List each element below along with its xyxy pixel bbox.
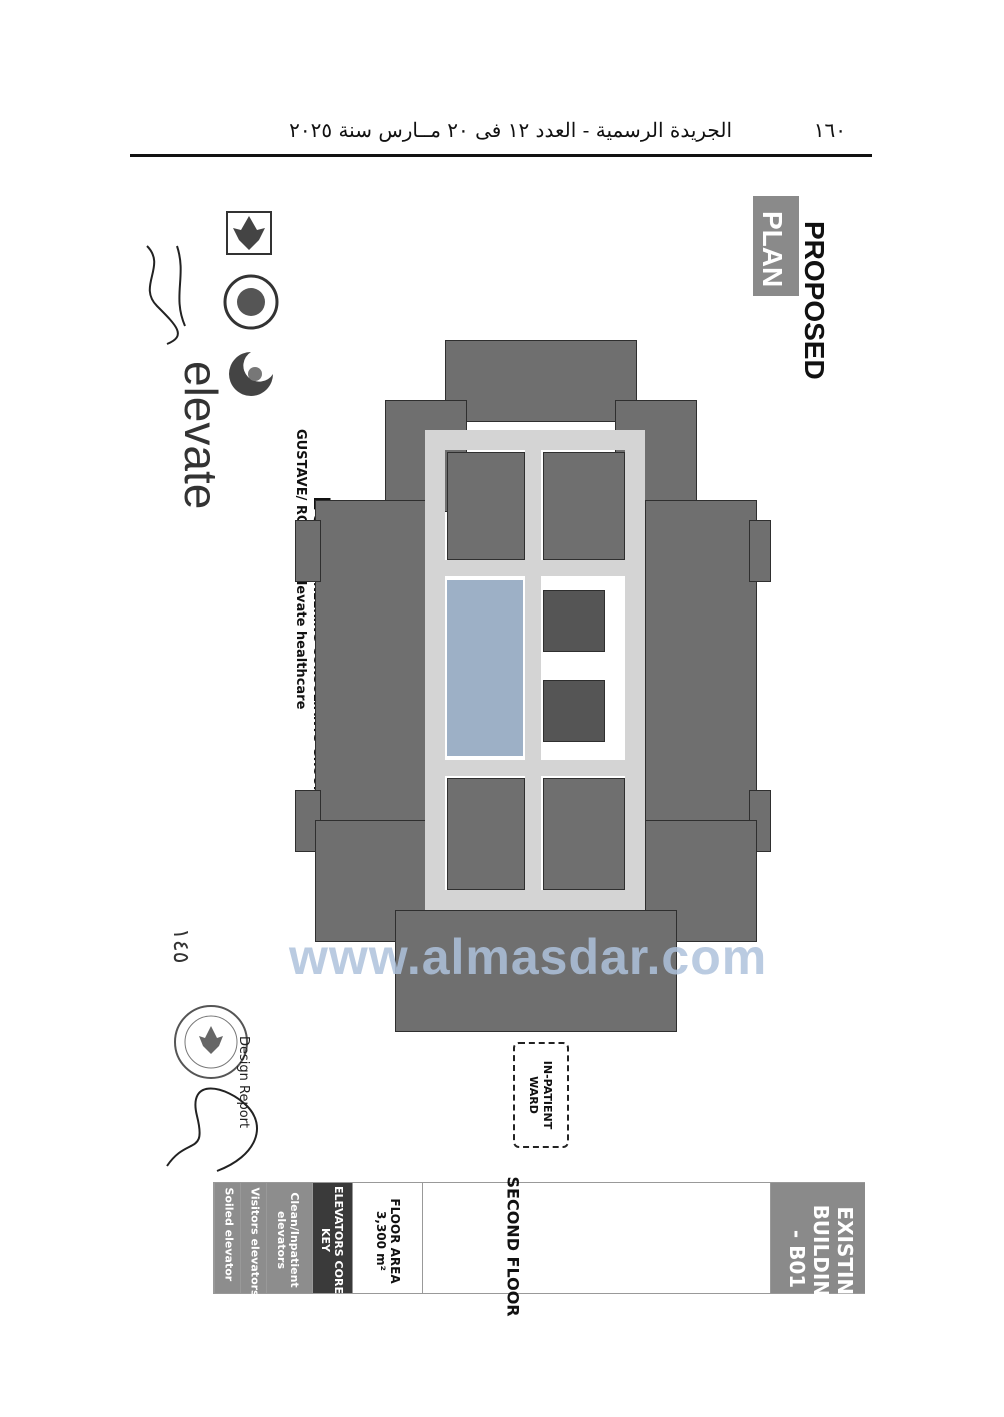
elevate-logo: elevate	[175, 361, 227, 510]
corridor	[425, 560, 645, 576]
floor-area-text: FLOOR AREA 3,300 m²	[374, 1198, 402, 1284]
legend-key-text: ELEVATORS CORE KEY	[319, 1186, 345, 1294]
page-header: ١٦٠ الجريدة الرسمية - العدد ١٢ فى ٢٠ مــ…	[130, 112, 872, 152]
site-watermark: www.almasdar.com	[289, 929, 768, 985]
ward-text: IN-PATIENT WARD	[527, 1060, 554, 1130]
legend-clean: Clean/Inpatient elevators	[266, 1183, 313, 1293]
banner-line-1: PROPOSED	[799, 221, 830, 380]
legend-clean-text: Clean/Inpatient elevators	[275, 1192, 301, 1288]
page-number: ١٦٠	[813, 118, 846, 142]
official-stamp	[174, 1005, 248, 1079]
proposed-plan-banner: PROPOSED PLAN	[753, 196, 853, 386]
building-cell: EXISTING BUILDING - B01	[770, 1183, 865, 1313]
design-report-label: Design Report	[236, 1036, 251, 1129]
top-signature	[146, 245, 186, 345]
in-patient-ward-label: IN-PATIENT WARD	[513, 1042, 569, 1148]
floor-name-text: SECOND FLOOR	[503, 1176, 523, 1317]
building-text: EXISTING BUILDING - B01	[785, 1204, 857, 1314]
legend-soiled: Soiled elevator	[214, 1183, 241, 1293]
handwritten-signature	[166, 1087, 258, 1172]
legend-visitors-text: Visitors elevators	[248, 1187, 262, 1297]
gazette-title: الجريدة الرسمية - العدد ١٢ فى ٢٠ مــارس …	[289, 118, 732, 142]
stair-block	[295, 520, 321, 582]
room-block	[395, 910, 677, 1032]
room-block	[645, 500, 757, 822]
header-rule	[130, 154, 872, 157]
drawing-sheet: PROPOSED PLAN GUSTAVE/ ROUSSY- elevate h…	[133, 186, 873, 1317]
corridor	[425, 760, 645, 776]
corridor	[525, 430, 541, 910]
medical-centers-logo	[229, 352, 273, 396]
corridor	[425, 430, 445, 910]
room-block	[315, 500, 427, 822]
room-block	[543, 778, 625, 890]
banner-grey-block	[753, 196, 799, 296]
floor-name-cell: SECOND FLOOR	[422, 1177, 611, 1317]
room-block	[543, 452, 625, 560]
title-block: Soiled elevator Visitors elevators Clean…	[213, 1177, 865, 1317]
elevator-core	[447, 580, 523, 756]
floor-plan	[295, 340, 771, 1032]
legend-soiled-text: Soiled elevator	[222, 1187, 236, 1282]
ministry-round-logo	[223, 274, 279, 330]
corridor	[625, 430, 645, 910]
shaft-block	[543, 590, 605, 652]
room-block	[447, 452, 525, 560]
banner-line-2: PLAN	[757, 211, 788, 288]
egypt-eagle-logo	[226, 211, 272, 255]
legend-key: ELEVATORS CORE KEY	[312, 1183, 353, 1294]
shaft-block	[543, 680, 605, 742]
room-block	[445, 340, 637, 422]
stair-block	[749, 520, 771, 582]
room-block	[447, 778, 525, 890]
floor-area-cell: FLOOR AREA 3,300 m²	[352, 1183, 423, 1293]
handwritten-page-number: ١٤٥	[168, 928, 193, 964]
legend-visitors: Visitors elevators	[240, 1183, 267, 1297]
